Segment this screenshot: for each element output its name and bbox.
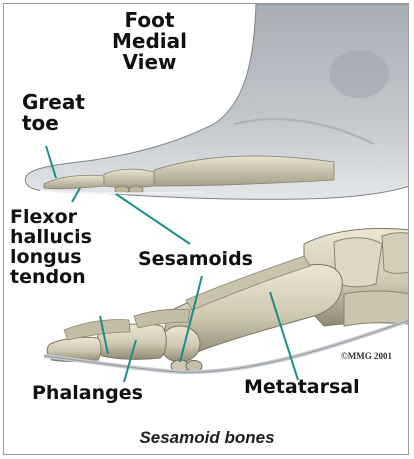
foot-view-line-1: Foot: [112, 10, 187, 31]
metatarsal-label: Metatarsal: [244, 378, 360, 398]
flexor-line-2: hallucis: [10, 228, 92, 248]
leader-sesamoids-upper: [116, 194, 190, 244]
flexor-line-4: tendon: [10, 268, 92, 288]
flexor-line-3: longus: [10, 248, 92, 268]
copyright-text: ©MMG 2001: [341, 351, 392, 361]
flexor-hallucis-longus-tendon-label: Flexor hallucis longus tendon: [10, 208, 92, 288]
great-toe-line-2: toe: [22, 113, 85, 134]
flexor-line-1: Flexor: [10, 208, 92, 228]
great-toe-line-1: Great: [22, 92, 85, 113]
figure-caption: Sesamoid bones: [4, 428, 409, 448]
great-toe-label: Great toe: [22, 92, 85, 134]
foot-view-line-3: View: [112, 52, 187, 73]
foot-view-line-2: Medial: [112, 31, 187, 52]
foot-medial-view-label: Foot Medial View: [112, 10, 187, 73]
diagram-frame: Foot Medial View Great toe Flexor halluc…: [3, 3, 409, 455]
phalanges-label: Phalanges: [32, 384, 143, 404]
sesamoids-label: Sesamoids: [138, 250, 253, 270]
